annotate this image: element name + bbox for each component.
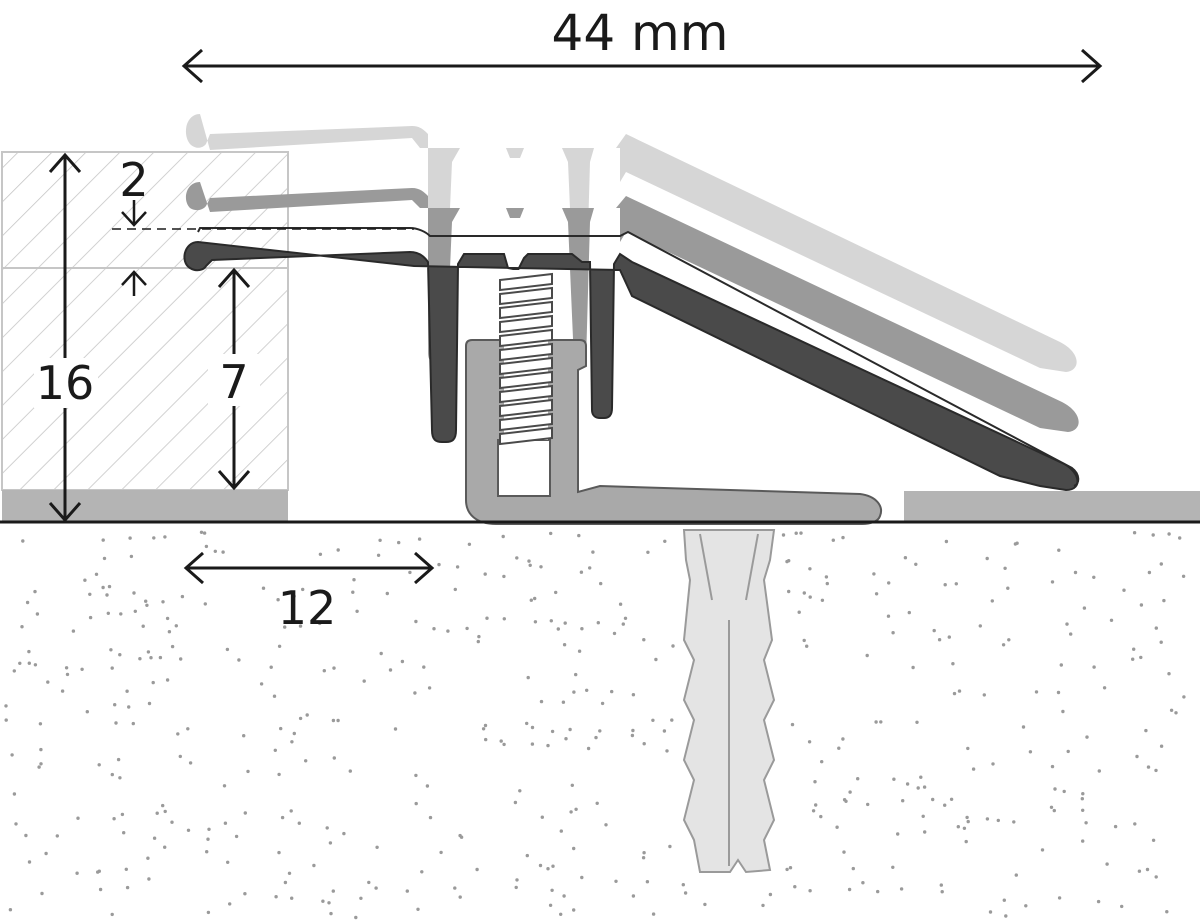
base-rail [465, 339, 882, 525]
screed-ground [0, 523, 1200, 924]
profile-middle-position [185, 182, 1079, 432]
profile-highest-position [185, 114, 1077, 372]
screed-texture [4, 530, 1186, 920]
dimension-inner-height: 7 [208, 267, 260, 491]
top-offset-label: 2 [119, 153, 148, 207]
dimension-total-height: 16 [34, 152, 98, 523]
total-width-label: 44 mm [552, 4, 729, 62]
dimension-total-width: 44 mm [181, 4, 1103, 84]
inner-height-label: 7 [219, 355, 248, 409]
right-floor-strip [904, 491, 1200, 521]
total-height-label: 16 [36, 356, 95, 410]
screw [499, 270, 553, 446]
dimension-top-offset: 2 [112, 153, 414, 296]
left-underlay-strip [2, 490, 288, 521]
wall-plug-dowel [682, 529, 776, 874]
overlap-width-label: 12 [278, 581, 337, 635]
screw-thread [499, 272, 553, 446]
dimension-overlap-width: 12 [183, 551, 435, 635]
